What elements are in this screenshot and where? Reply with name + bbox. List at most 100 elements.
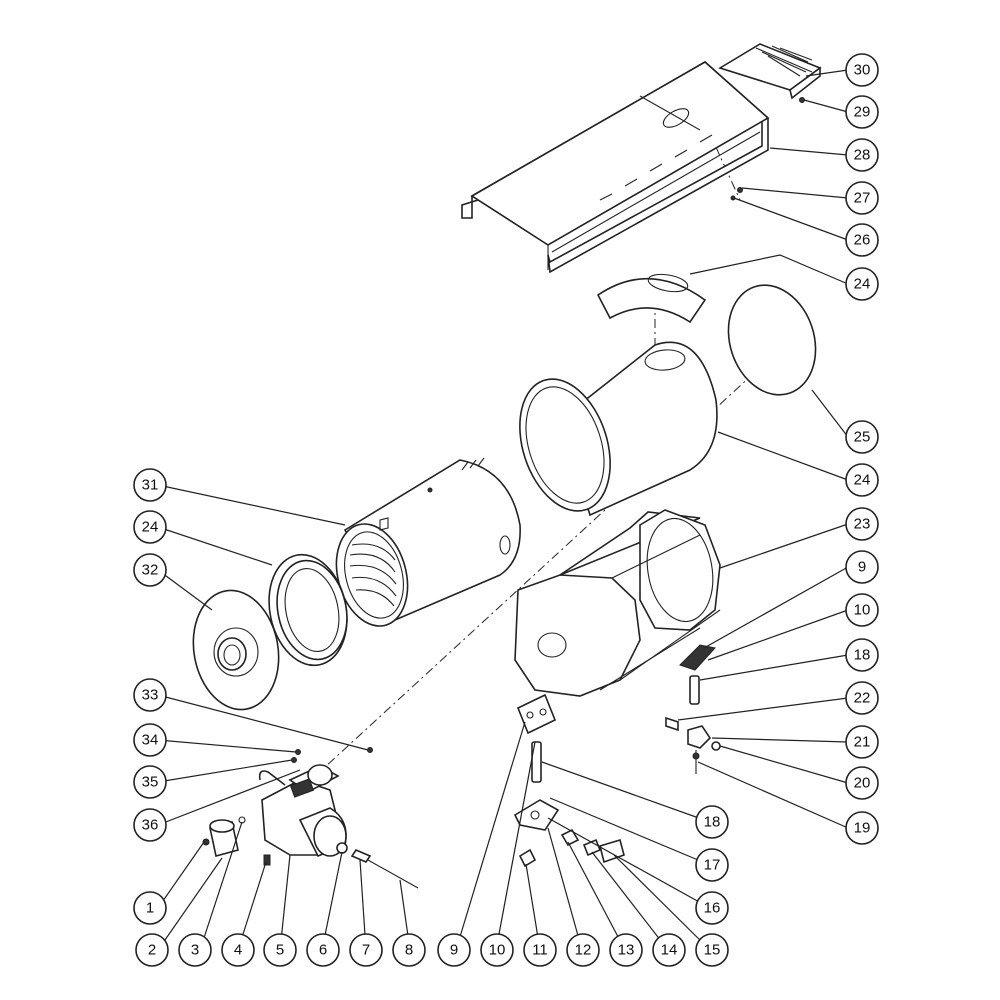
callout-23-label: 23 xyxy=(854,516,871,533)
callout-2-label: 2 xyxy=(148,942,156,959)
callout-35-label: 35 xyxy=(142,774,159,791)
callout-34: 34 xyxy=(133,723,167,757)
front-ring xyxy=(268,553,348,667)
callout-25: 25 xyxy=(845,420,879,454)
callout-32: 32 xyxy=(133,553,167,587)
callout-15-label: 15 xyxy=(704,942,721,959)
callout-4: 4 xyxy=(221,933,255,967)
callout-13-label: 13 xyxy=(618,942,635,959)
callout-10-right-label: 10 xyxy=(854,602,871,619)
callout-26-label: 26 xyxy=(854,232,871,249)
callout-27-label: 27 xyxy=(854,190,871,207)
callout-25-label: 25 xyxy=(854,429,871,446)
callout-30: 30 xyxy=(845,53,879,87)
callout-12-label: 12 xyxy=(575,942,592,959)
callout-17-label: 17 xyxy=(704,857,721,874)
callout-1: 1 xyxy=(133,891,167,925)
callout-10-bottom-label: 10 xyxy=(489,942,506,959)
small-fittings xyxy=(263,747,419,889)
callout-3: 3 xyxy=(178,933,212,967)
callout-14: 14 xyxy=(652,933,686,967)
callout-32-label: 32 xyxy=(142,562,159,579)
callout-26: 26 xyxy=(845,223,879,257)
callout-36: 36 xyxy=(133,808,167,842)
callout-16: 16 xyxy=(695,891,729,925)
callout-3-label: 3 xyxy=(191,942,199,959)
callout-24-mid: 24 xyxy=(845,463,879,497)
callout-10-bottom: 10 xyxy=(480,933,514,967)
callout-6-label: 6 xyxy=(319,942,327,959)
outer-combustion-chamber xyxy=(519,341,718,517)
callout-5: 5 xyxy=(263,933,297,967)
callout-5-label: 5 xyxy=(276,942,284,959)
callout-9-right-label: 9 xyxy=(858,559,866,576)
callout-9-bottom-label: 9 xyxy=(450,942,458,959)
callout-33: 33 xyxy=(133,678,167,712)
callout-28: 28 xyxy=(845,138,879,172)
callout-24-left: 24 xyxy=(133,510,167,544)
rear-end-disc xyxy=(727,284,817,396)
bracket-right xyxy=(679,644,716,671)
housing-top-cover xyxy=(461,61,770,274)
callout-28-label: 28 xyxy=(854,147,871,164)
burner-pump-assembly xyxy=(258,764,347,858)
callout-29: 29 xyxy=(845,95,879,129)
callout-22-label: 22 xyxy=(854,690,871,707)
callout-8-label: 8 xyxy=(405,942,413,959)
callout-33-label: 33 xyxy=(142,687,159,704)
frame-chassis xyxy=(514,509,721,697)
callout-21: 21 xyxy=(845,725,879,759)
callout-27: 27 xyxy=(845,181,879,215)
small-screws-top xyxy=(730,97,805,201)
callout-18-center: 18 xyxy=(695,805,729,839)
callout-13: 13 xyxy=(609,933,643,967)
callout-21-label: 21 xyxy=(854,734,871,751)
callout-9-bottom: 9 xyxy=(437,933,471,967)
callout-14-label: 14 xyxy=(661,942,678,959)
callout-18-right: 18 xyxy=(845,638,879,672)
callout-9-right: 9 xyxy=(845,550,879,584)
callout-6: 6 xyxy=(306,933,340,967)
callout-bubbles: 30 29 28 27 26 24 25 24 23 9 10 18 22 21… xyxy=(133,53,879,967)
callout-30-label: 30 xyxy=(854,62,871,79)
callout-7: 7 xyxy=(349,933,383,967)
callout-24-top-label: 24 xyxy=(854,276,871,293)
fuel-line-right xyxy=(665,675,721,774)
callout-24-mid-label: 24 xyxy=(854,472,871,489)
callout-31-label: 31 xyxy=(142,477,159,494)
callout-34-label: 34 xyxy=(142,732,159,749)
rear-grille xyxy=(718,43,822,100)
callout-11: 11 xyxy=(523,933,557,967)
callout-15: 15 xyxy=(695,933,729,967)
inner-combustion-liner xyxy=(335,457,521,627)
callout-16-label: 16 xyxy=(704,900,721,917)
leader-lines xyxy=(157,69,849,951)
callout-4-label: 4 xyxy=(234,942,242,959)
callout-17: 17 xyxy=(695,848,729,882)
callout-11-label: 11 xyxy=(532,942,548,959)
callout-29-label: 29 xyxy=(854,104,871,121)
top-heat-shield xyxy=(596,273,707,324)
callout-19: 19 xyxy=(845,811,879,845)
callout-20: 20 xyxy=(845,766,879,800)
callout-12: 12 xyxy=(566,933,600,967)
callout-36-label: 36 xyxy=(142,817,159,834)
fuel-assembly-center xyxy=(513,693,625,868)
callout-2: 2 xyxy=(135,933,169,967)
callout-7-label: 7 xyxy=(362,942,370,959)
callout-1-label: 1 xyxy=(146,900,154,917)
callout-19-label: 19 xyxy=(854,820,871,837)
callout-22: 22 xyxy=(845,681,879,715)
callout-31: 31 xyxy=(133,468,167,502)
callout-20-label: 20 xyxy=(854,775,871,792)
front-guard-disc xyxy=(192,589,280,711)
callout-8: 8 xyxy=(392,933,426,967)
callout-24-left-label: 24 xyxy=(142,519,159,536)
callout-10-right: 10 xyxy=(845,593,879,627)
callout-24-top: 24 xyxy=(845,267,879,301)
callout-18-right-label: 18 xyxy=(854,647,871,664)
callout-35: 35 xyxy=(133,765,167,799)
callout-23: 23 xyxy=(845,507,879,541)
filter-bowl xyxy=(202,816,246,857)
